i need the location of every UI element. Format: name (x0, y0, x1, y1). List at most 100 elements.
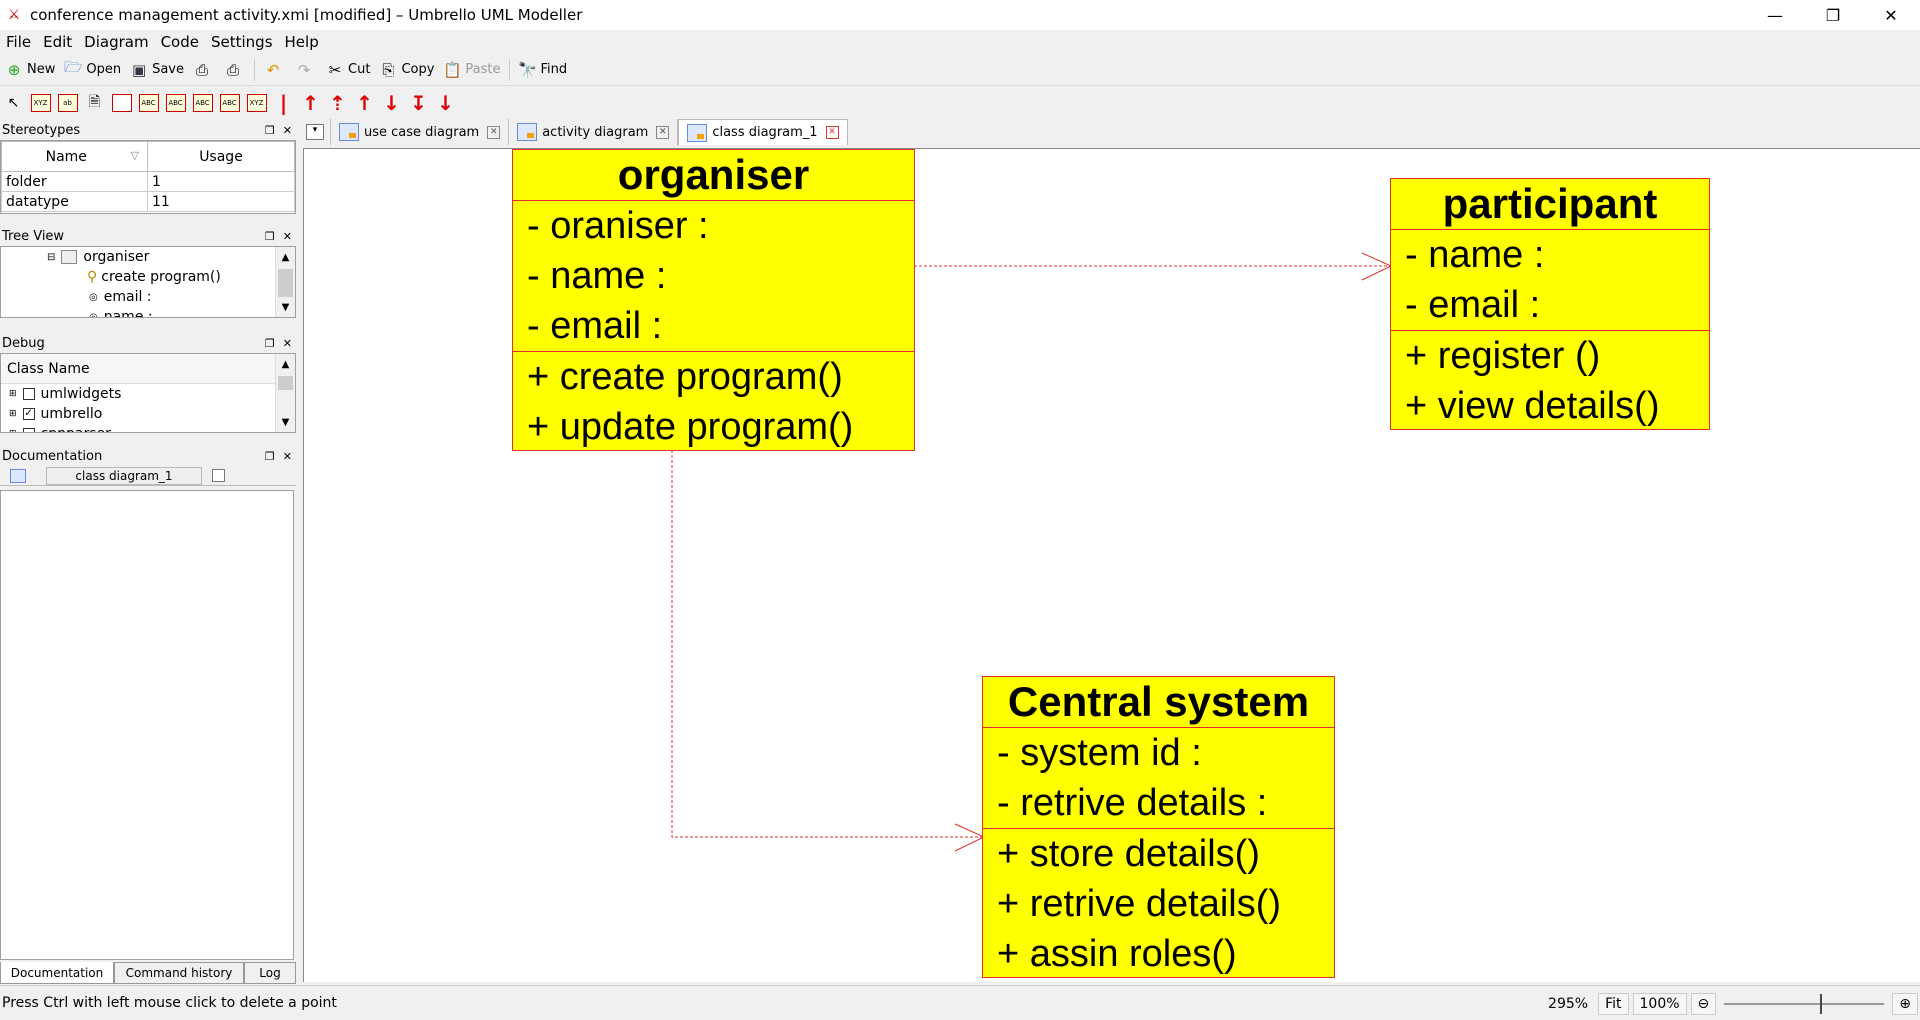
tab-class-diagram-1[interactable]: class diagram_1 ✕ (678, 119, 848, 145)
close-icon[interactable]: ✕ (282, 336, 292, 350)
undo-button[interactable]: ↶ (259, 56, 290, 84)
debug-item[interactable]: ⊞ cppparser (1, 424, 295, 432)
expand-icon[interactable]: ⊞ (9, 429, 17, 432)
minimize-icon[interactable]: — (1767, 5, 1783, 25)
float-icon[interactable]: ❐ (264, 449, 275, 463)
aggregation-tool-icon[interactable]: ↧ (410, 91, 427, 115)
datatype-tool-icon[interactable]: ABC (162, 90, 189, 116)
close-icon[interactable]: ✕ (282, 449, 292, 463)
new-button[interactable]: ⊕New (0, 56, 59, 84)
tree-item-attribute[interactable]: ◎ email : (1, 287, 295, 307)
tab-documentation[interactable]: Documentation (0, 962, 114, 984)
debug-item[interactable]: ⊞ umlwidgets (1, 384, 295, 404)
dependency-organiser-central[interactable] (671, 450, 983, 838)
tree-item-organiser[interactable]: ⊟ organiser (1, 247, 295, 267)
tab-log[interactable]: Log (244, 962, 296, 984)
tree-item-attribute[interactable]: ◎ name : (1, 307, 295, 317)
checkbox[interactable] (22, 428, 35, 432)
print-button[interactable]: ⎙ (188, 56, 219, 84)
realization-tool-icon[interactable]: ↑ (356, 91, 373, 115)
select-arrow-icon[interactable]: ↖ (7, 95, 20, 111)
tab-activity-diagram[interactable]: activity diagram ✕ (509, 119, 679, 145)
menu-file[interactable]: File (6, 33, 32, 51)
tab-command-history[interactable]: Command history (114, 962, 244, 984)
interface-tool-icon[interactable]: ABC (135, 90, 162, 116)
generalization-tool-icon[interactable]: ↑ (302, 91, 319, 115)
zoom-in-icon[interactable]: ⊕ (1892, 992, 1918, 1015)
paste-button[interactable]: 📋Paste (438, 56, 504, 84)
menu-diagram[interactable]: Diagram (84, 33, 149, 51)
scroll-up-icon[interactable]: ▲ (281, 358, 290, 370)
column-header-name[interactable]: Name ▽ (1, 141, 148, 172)
table-row[interactable]: datatype 11 (1, 191, 295, 212)
zoom-100-button[interactable]: 100% (1632, 992, 1687, 1015)
line-tool-icon[interactable]: | (279, 91, 288, 115)
fit-button[interactable]: Fit (1598, 992, 1629, 1015)
close-icon[interactable]: ✕ (1884, 5, 1898, 25)
debug-scrollbar[interactable]: ▲ ▼ (275, 354, 295, 432)
scroll-down-icon[interactable]: ▼ (281, 416, 290, 428)
menu-code[interactable]: Code (160, 33, 199, 51)
restore-icon[interactable]: ❐ (1825, 5, 1841, 25)
expand-icon[interactable]: ⊞ (9, 389, 17, 399)
documentation-name-field[interactable]: class diagram_1 (46, 466, 202, 485)
close-icon[interactable]: ✕ (487, 125, 501, 139)
zoom-out-icon[interactable]: ⊖ (1690, 992, 1717, 1015)
tree-item-operation[interactable]: ⚲ create program() (1, 267, 295, 287)
dependency-tool-icon[interactable]: ⇡ (329, 91, 346, 115)
copy-button[interactable]: ⎘Copy (374, 56, 438, 84)
entity-tool-icon[interactable]: ABC (216, 90, 243, 116)
attributes-section: - name : - email : (1391, 230, 1709, 331)
scroll-up-icon[interactable]: ▲ (281, 251, 290, 263)
print-preview-button[interactable]: ⎙ (219, 56, 250, 84)
class-organiser[interactable]: organiser - oraniser : - name : - email … (512, 149, 915, 451)
checkbox[interactable] (22, 388, 35, 400)
documentation-textarea[interactable] (0, 490, 294, 960)
float-icon[interactable]: ❐ (264, 336, 275, 350)
debug-item[interactable]: ⊞ ✓ umbrello (1, 404, 295, 424)
package-tool-icon[interactable]: ab (54, 90, 81, 116)
checkbox[interactable] (212, 469, 225, 482)
menu-help[interactable]: Help (284, 33, 319, 51)
table-row[interactable]: folder 1 (1, 171, 295, 192)
close-icon[interactable]: ✕ (656, 125, 670, 139)
close-icon[interactable]: ✕ (282, 123, 292, 137)
find-button[interactable]: 🔭Find (514, 56, 572, 84)
checkbox-checked[interactable]: ✓ (22, 408, 35, 420)
scroll-thumb[interactable] (278, 269, 293, 297)
collapse-icon[interactable]: ⊟ (47, 251, 56, 263)
tree-scrollbar[interactable]: ▲ ▼ (275, 247, 295, 317)
column-header-class-name[interactable]: Class Name (1, 354, 295, 384)
box-tool-icon[interactable] (108, 90, 135, 116)
menu-edit[interactable]: Edit (43, 33, 73, 51)
composition-tool-icon[interactable]: ↓ (383, 91, 400, 115)
expand-icon[interactable]: ⊞ (9, 409, 17, 419)
note-tool-icon[interactable]: 🗎 (88, 94, 101, 110)
column-header-usage[interactable]: Usage (147, 141, 295, 172)
menu-settings[interactable]: Settings (210, 33, 273, 51)
zoom-slider[interactable] (1724, 993, 1885, 1014)
close-icon[interactable]: ✕ (282, 229, 292, 243)
template-tool-icon[interactable]: XYZ (243, 90, 270, 116)
diagram-canvas[interactable]: organiser - oraniser : - name : - email … (303, 148, 1920, 982)
open-button[interactable]: 🗁Open (59, 56, 125, 84)
attribute: - system id : (997, 732, 1202, 774)
scroll-thumb[interactable] (278, 376, 293, 390)
close-icon[interactable]: ✕ (825, 126, 839, 139)
containment-tool-icon[interactable]: ↓ (437, 91, 454, 115)
scroll-down-icon[interactable]: ▼ (281, 301, 290, 313)
save-button[interactable]: ▣Save (125, 56, 188, 84)
zoom-slider-handle[interactable] (1820, 993, 1823, 1014)
cut-button[interactable]: ✂Cut (321, 56, 374, 84)
class-tool-icon[interactable]: XYZ (27, 90, 54, 116)
attribute: - email : (1405, 284, 1541, 326)
tab-use-case-diagram[interactable]: use case diagram ✕ (331, 119, 510, 145)
float-icon[interactable]: ❐ (264, 229, 275, 243)
class-central-system[interactable]: Central system - system id : - retrive d… (982, 676, 1335, 978)
new-tab-button[interactable]: ▾ (300, 119, 331, 145)
float-icon[interactable]: ❐ (264, 123, 275, 137)
class-participant[interactable]: participant - name : - email : + registe… (1390, 178, 1710, 430)
enum-tool-icon[interactable]: ABC (189, 90, 216, 116)
operations-section: + create program() + update program() (513, 352, 914, 452)
redo-button[interactable]: ↷ (290, 56, 321, 84)
